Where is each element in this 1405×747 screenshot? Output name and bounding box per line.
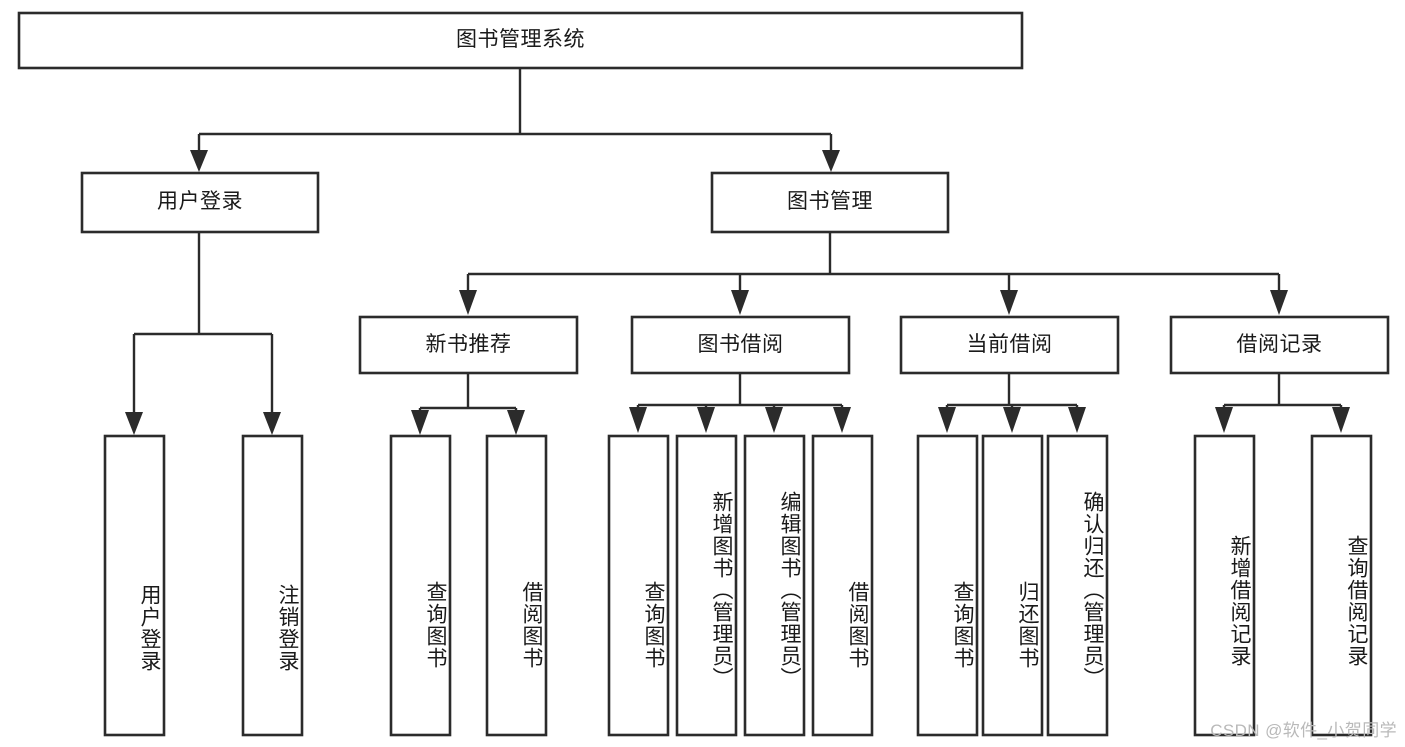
leaf-box-borrow-add[interactable] — [675, 434, 738, 737]
arrowhead-leaf-newbook-borrow — [507, 410, 525, 435]
arrowhead-leaf-current-query — [938, 407, 956, 433]
arrowhead-to-new-book-recommend — [459, 290, 477, 315]
arrowhead-to-book-borrow — [731, 290, 749, 315]
arrowhead-leaf-record-query — [1332, 407, 1350, 433]
node-box-new-book-recommend[interactable] — [358, 315, 579, 375]
leaf-box-borrow-lend[interactable] — [811, 434, 874, 737]
arrowhead-leaf-user-login — [125, 412, 143, 435]
arrowhead-leaf-current-return — [1003, 407, 1021, 433]
arrowhead-leaf-borrow-edit — [765, 407, 783, 433]
leaf-box-newbook-query[interactable] — [389, 434, 452, 737]
leaf-box-user-login[interactable] — [103, 434, 166, 737]
arrowhead-leaf-borrow-add — [697, 407, 715, 433]
leaf-box-record-query[interactable] — [1310, 434, 1373, 737]
leaf-box-current-query[interactable] — [916, 434, 979, 737]
leaf-box-logout[interactable] — [241, 434, 304, 737]
arrowhead-leaf-newbook-query — [411, 410, 429, 435]
arrowhead-to-current-borrow — [1000, 290, 1018, 315]
node-box-book-management[interactable] — [710, 171, 950, 234]
leaf-box-newbook-borrow[interactable] — [485, 434, 548, 737]
node-box-user-login[interactable] — [80, 171, 320, 234]
leaf-box-current-return[interactable] — [981, 434, 1044, 737]
arrowhead-leaf-borrow-query — [629, 407, 647, 433]
arrowhead-to-borrow-record — [1270, 290, 1288, 315]
arrowhead-leaf-current-confirm — [1068, 407, 1086, 433]
arrowhead-leaf-borrow-lend — [833, 407, 851, 433]
node-box-borrow-record[interactable] — [1169, 315, 1390, 375]
node-box-book-borrow[interactable] — [630, 315, 851, 375]
arrowhead-to-book-mgmt — [822, 150, 840, 172]
leaf-box-borrow-query[interactable] — [607, 434, 670, 737]
arrowhead-leaf-logout — [263, 412, 281, 435]
arrowhead-leaf-record-add — [1215, 407, 1233, 433]
leaf-box-borrow-edit[interactable] — [743, 434, 806, 737]
node-box-root[interactable] — [17, 11, 1024, 70]
leaf-box-current-confirm[interactable] — [1046, 434, 1109, 737]
leaf-box-record-add[interactable] — [1193, 434, 1256, 737]
node-box-current-borrow[interactable] — [899, 315, 1120, 375]
arrowhead-to-user-login — [190, 150, 208, 172]
